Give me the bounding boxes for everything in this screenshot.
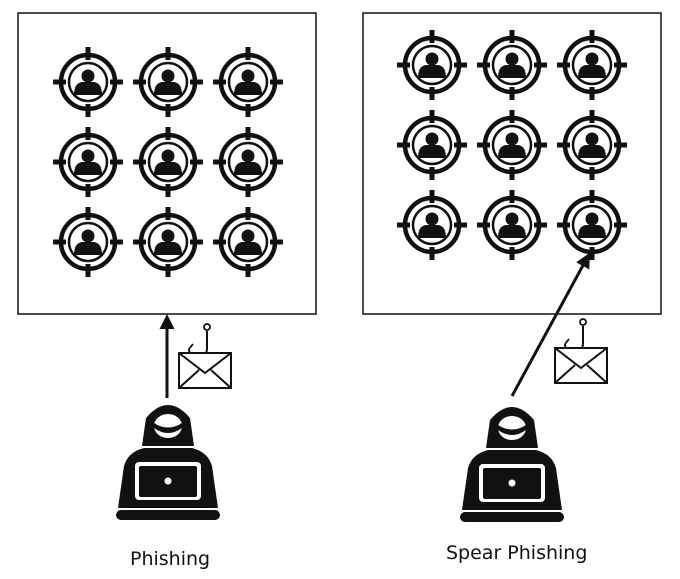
target-grid (397, 30, 627, 260)
panel-phishing (17, 12, 317, 520)
phishing-label: Phishing (130, 548, 211, 570)
hooded-hacker-laptop-icon (116, 405, 220, 520)
attack-arrow (510, 252, 590, 397)
spear-phishing-label: Spear Phishing (446, 542, 588, 564)
panel-spear-phishing (362, 12, 662, 522)
hooded-hacker-laptop-icon (460, 407, 564, 522)
email-hook-icon (554, 318, 608, 384)
target-grid (53, 47, 283, 277)
email-hook-icon (178, 323, 232, 389)
